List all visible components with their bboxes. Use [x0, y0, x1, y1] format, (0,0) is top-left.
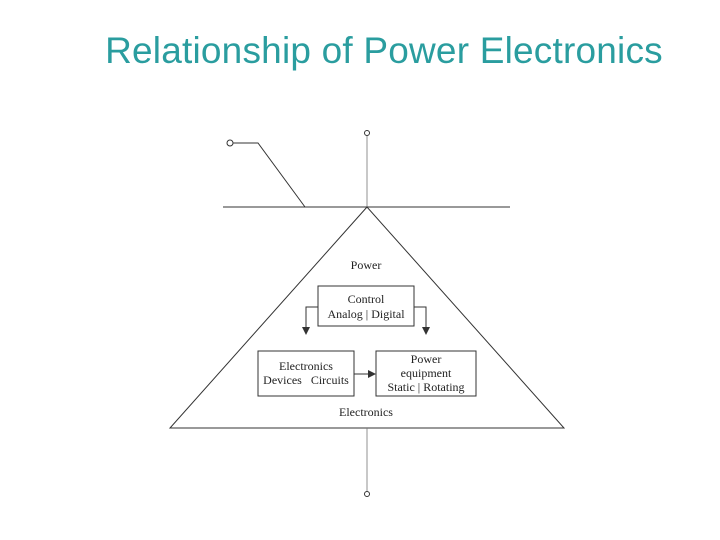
- power-equipment-box-line3: Static | Rotating: [387, 380, 464, 394]
- electronics-box: [257, 350, 355, 397]
- control-to-power-equipment-arrow: [422, 327, 430, 335]
- control-to-electronics-line: [305, 306, 318, 333]
- control-box-line1: Control: [348, 292, 385, 306]
- slide-title: Relationship of Power Electronics: [105, 30, 663, 71]
- control-to-power-equipment-line: [414, 306, 427, 333]
- bottom-terminal: [364, 491, 370, 497]
- power-equipment-box: [375, 350, 477, 397]
- electronics-box-line1: Electronics: [279, 359, 333, 373]
- electronics-box-line2: Devices Circuits: [263, 373, 349, 387]
- power-equipment-box-line2: equipment: [401, 366, 452, 380]
- switch-arm: [233, 142, 306, 208]
- electronics-label: Electronics: [339, 405, 393, 419]
- power-equipment-box-line1: Power: [411, 352, 442, 366]
- electronics-to-power-equipment-arrow: [368, 370, 376, 378]
- top-terminal: [364, 130, 370, 136]
- control-box: [317, 285, 415, 327]
- power-label: Power: [351, 258, 382, 272]
- switch-terminal-left: [226, 139, 234, 147]
- control-to-electronics-arrow: [302, 327, 310, 335]
- control-box-line2: Analog | Digital: [327, 307, 405, 321]
